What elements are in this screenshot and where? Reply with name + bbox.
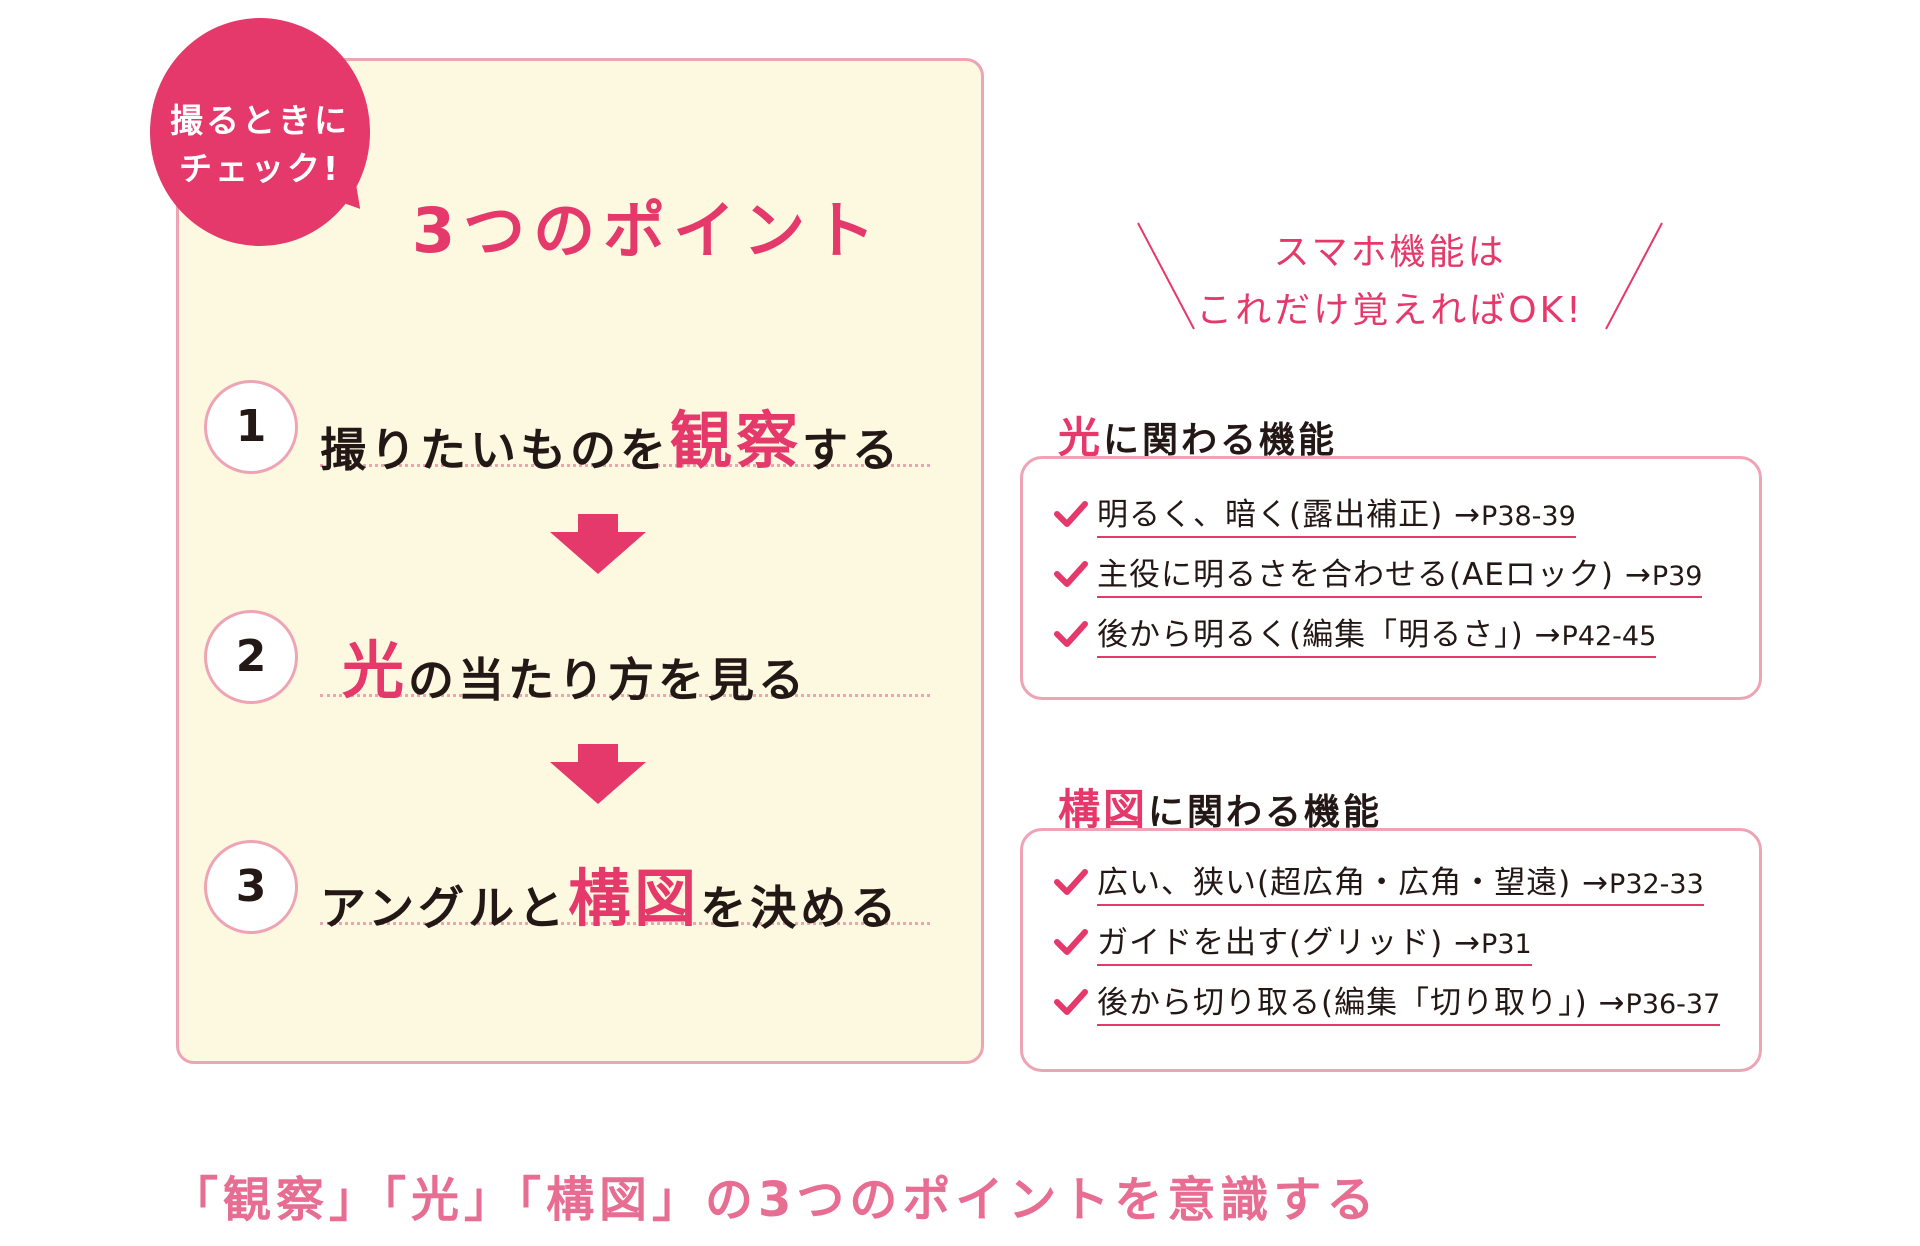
feature-text: 後から明るく(編集「明るさ」) <box>1097 617 1524 653</box>
check-badge: 撮るときに チェック! <box>150 18 370 246</box>
footer-caption: 「観察」「光」「構図」の3つのポイントを意識する <box>170 1172 1380 1228</box>
step-2-after: の当たり方を見る <box>408 653 809 707</box>
feature-arrow: → <box>1624 557 1652 593</box>
check-mark-icon <box>1054 500 1088 527</box>
check-mark-icon <box>1054 868 1088 895</box>
feature-page-ref: P38-39 <box>1481 501 1576 532</box>
section-light-highlight: 光 <box>1058 413 1104 462</box>
feature-arrow: → <box>1598 985 1626 1021</box>
step-text-3: アングルと構図を決める <box>320 848 930 935</box>
smartphone-features-heading: スマホ機能は これだけ覚えればOK! <box>1140 224 1640 340</box>
step-3-before: アングルと <box>320 881 569 935</box>
feature-arrow: → <box>1582 865 1610 901</box>
step-1-before: 撮りたいものを <box>320 423 670 477</box>
feature-item: 明るく、暗く(露出補正) →P38-39 <box>1053 489 1576 541</box>
card-title: 3つのポイント <box>412 194 884 267</box>
feature-box-light: 明るく、暗く(露出補正) →P38-39 主役に明るさを合わせる(AEロック) … <box>1020 456 1762 700</box>
step-1-after: する <box>802 423 903 477</box>
feature-item: ガイドを出す(グリッド) →P31 <box>1053 917 1532 969</box>
feature-text: 後から切り取る(編集「切り取り」) <box>1097 985 1588 1021</box>
feature-item: 後から明るく(編集「明るさ」) →P42-45 <box>1053 609 1657 661</box>
step-number-3: 3 <box>204 840 298 934</box>
feature-page-ref: P39 <box>1651 561 1703 592</box>
step-number-1: 1 <box>204 380 298 474</box>
check-mark-icon <box>1054 928 1088 955</box>
feature-item: 後から切り取る(編集「切り取り」) →P36-37 <box>1053 977 1721 1029</box>
down-arrow-icon <box>550 744 646 804</box>
check-mark-icon <box>1054 620 1088 647</box>
feature-item: 主役に明るさを合わせる(AEロック) →P39 <box>1053 549 1703 601</box>
heading-line-1: スマホ機能は <box>1273 232 1507 273</box>
feature-arrow: → <box>1534 617 1562 653</box>
step-3-after: を決める <box>700 881 901 935</box>
feature-item: 広い、狭い(超広角・広角・望遠) →P32-33 <box>1053 857 1704 909</box>
down-arrow-icon <box>550 514 646 574</box>
feature-page-ref: P32-33 <box>1609 869 1704 900</box>
step-text-1: 撮りたいものを観察する <box>320 390 930 477</box>
section-label-light: 光に関わる機能 <box>1058 404 1337 465</box>
badge-line-2: チェック! <box>178 149 342 188</box>
section-label-composition: 構図に関わる機能 <box>1058 776 1382 837</box>
badge-line-1: 撮るときに <box>170 101 350 140</box>
heading-decoration-lines <box>1137 222 1663 330</box>
feature-page-ref: P31 <box>1481 929 1532 960</box>
feature-text: 主役に明るさを合わせる(AEロック) <box>1097 557 1614 593</box>
check-mark-icon <box>1054 988 1088 1015</box>
section-composition-label: に関わる機能 <box>1148 792 1383 833</box>
feature-page-ref: P42-45 <box>1561 621 1657 652</box>
feature-text: 広い、狭い(超広角・広角・望遠) <box>1097 865 1572 901</box>
feature-arrow: → <box>1454 925 1482 961</box>
feature-text: ガイドを出す(グリッド) <box>1097 925 1444 961</box>
heading-line-2: これだけ覚えればOK! <box>1196 290 1584 331</box>
section-light-label: に関わる機能 <box>1103 420 1338 461</box>
feature-text: 明るく、暗く(露出補正) <box>1097 497 1444 533</box>
step-text-2: 光の当たり方を見る <box>320 620 930 707</box>
step-2-highlight: 光 <box>342 634 409 707</box>
step-3-highlight: 構図 <box>568 862 701 935</box>
section-composition-highlight: 構図 <box>1058 785 1149 834</box>
feature-box-composition: 広い、狭い(超広角・広角・望遠) →P32-33 ガイドを出す(グリッド) →P… <box>1020 828 1762 1072</box>
check-mark-icon <box>1054 560 1088 587</box>
feature-arrow: → <box>1454 497 1482 533</box>
step-number-2: 2 <box>204 610 298 704</box>
feature-page-ref: P36-37 <box>1625 989 1721 1020</box>
step-1-highlight: 観察 <box>670 404 803 477</box>
